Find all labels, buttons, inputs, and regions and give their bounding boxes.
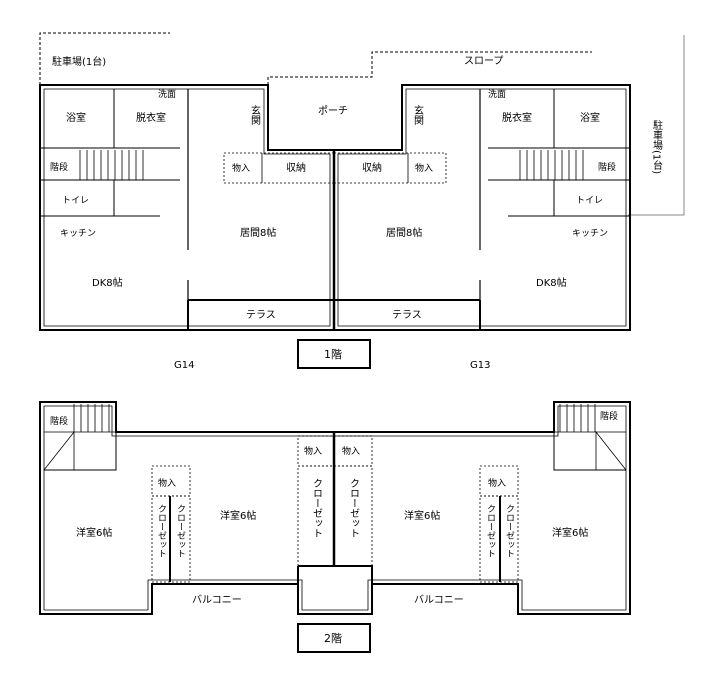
closet-mono-f2-center-right-label: 物入 <box>342 445 360 457</box>
living-right-label: 居間8帖 <box>386 226 422 239</box>
closet-mono-right-label: 物入 <box>415 162 433 174</box>
wash-right-label: 洗面 <box>488 88 506 100</box>
stairs-floor1-right <box>519 150 584 180</box>
stairs-floor2-left-label: 階段 <box>50 415 68 427</box>
stairs-floor2-right-label: 階段 <box>600 410 618 422</box>
stairs-floor2-right <box>553 404 627 471</box>
parking-left-outline <box>39 32 170 85</box>
porch-label: ポーチ <box>318 105 348 117</box>
unit-g13-label: G13 <box>470 360 490 371</box>
closet-mono-f2-right-label: 物入 <box>488 477 506 489</box>
entrance-left-label: 玄関 <box>249 104 261 126</box>
living-left-label: 居間8帖 <box>240 226 276 239</box>
closet-mono-f2-left-label: 物入 <box>158 477 176 489</box>
closet-f2-right-a-label: クローゼット <box>485 504 496 558</box>
terrace-right-label: テラス <box>392 309 422 321</box>
storage-left-label: 収納 <box>286 161 306 174</box>
dressing-left-label: 脱衣室 <box>136 111 166 124</box>
balcony-left-label: バルコニー <box>192 594 242 606</box>
room6-f2-left-label: 洋室6帖 <box>220 509 256 522</box>
parking-left-label: 駐車場(1台) <box>52 55 106 68</box>
wash-left-label: 洗面 <box>158 88 176 100</box>
closet-f2-left-a-label: クローゼット <box>156 504 167 558</box>
kitchen-left-label: キッチン <box>60 228 96 239</box>
parking-right-outline <box>628 35 685 216</box>
slope-label: スロープ <box>464 55 503 67</box>
entrance-right-label: 玄関 <box>412 104 424 126</box>
terrace-left-label: テラス <box>246 309 276 321</box>
closet-f2-center-a-label: クローゼット <box>311 478 323 538</box>
floor-2-label-box <box>297 623 371 653</box>
dk-right-label: DK8帖 <box>536 276 567 289</box>
floor-1-plan <box>39 32 685 369</box>
parking-right-label: 駐車場(1台) <box>651 119 663 174</box>
bath-right-label: 浴室 <box>580 111 600 124</box>
room6-f2-right-label: 洋室6帖 <box>404 509 440 522</box>
closet-f2-left-b-label: クローゼット <box>175 504 186 558</box>
storage-right-label: 収納 <box>362 161 382 174</box>
dressing-right-label: 脱衣室 <box>502 111 532 124</box>
floor-1-label: 1階 <box>324 347 342 361</box>
bath-left-label: 浴室 <box>66 111 86 124</box>
dk-left-label: DK8帖 <box>92 276 123 289</box>
toilet-left-label: トイレ <box>62 196 89 206</box>
floor-2-label: 2階 <box>324 631 342 645</box>
stairs-left-label: 階段 <box>50 161 68 173</box>
closet-mono-left-label: 物入 <box>232 162 250 174</box>
floor-1-label-box <box>297 339 371 369</box>
stairs-floor2-left <box>43 404 117 471</box>
closet-f2-center-b-label: クローゼット <box>348 478 360 538</box>
room6-f2-far-right-label: 洋室6帖 <box>552 526 588 539</box>
floor-2-plan <box>39 401 631 653</box>
unit-g14-label: G14 <box>174 360 194 371</box>
stairs-floor1-left <box>79 150 144 180</box>
toilet-right-label: トイレ <box>576 196 603 206</box>
room6-f2-far-left-label: 洋室6帖 <box>76 526 112 539</box>
stairs-right-label: 階段 <box>598 161 616 173</box>
balcony-right-label: バルコニー <box>414 594 464 606</box>
kitchen-right-label: キッチン <box>572 228 608 239</box>
closet-f2-right-b-label: クローゼット <box>504 504 515 558</box>
slope-outline <box>267 51 592 85</box>
closet-mono-f2-center-left-label: 物入 <box>304 445 322 457</box>
